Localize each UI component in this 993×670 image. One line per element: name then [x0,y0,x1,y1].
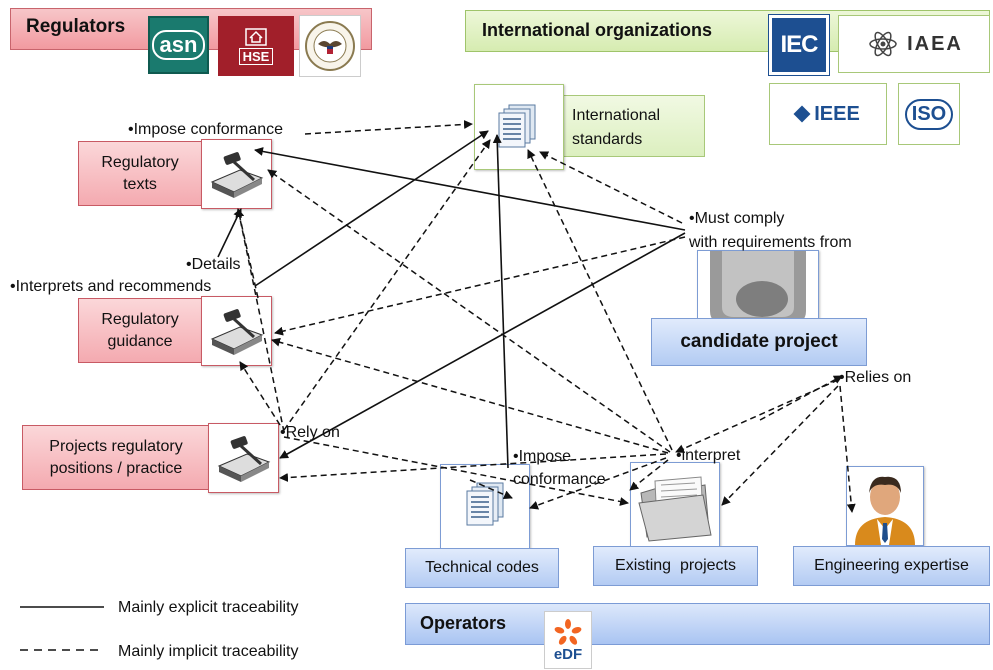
gavel-book-icon [210,152,264,198]
label-interpret: •interpret [676,447,741,464]
engineering-expertise-icon-frame [846,466,924,546]
edf-logo-text: eDF [553,646,583,663]
solid-arrow-guidance-to-standards [254,130,489,287]
technical-codes-label: Technical codes [425,559,539,576]
regulators-title: Regulators [26,16,126,37]
iaea-logo: IAEA [838,15,990,73]
solid-arrow-codes-to-standards [492,134,509,469]
dashed-arrow-interpret-texts [267,169,671,453]
hse-logo-text: HSE [238,47,274,65]
dashed-arrow-interpret-existing [629,459,669,491]
asn-logo-text: asn [151,30,206,60]
dashed-arrow-impose-conformance [304,119,473,135]
dashed-arrow-interpret-guidance [271,337,669,454]
atom-icon [869,31,897,57]
label-details: •Details [186,256,241,273]
regulatory-guidance-label: Regulatory guidance [101,310,179,350]
ieee-logo-text: IEEE [814,102,860,125]
existing-projects-label: Existing projects [615,557,736,574]
label-relies-on: •Relies on [839,369,912,386]
standards-icon-frame [474,84,564,170]
regulatory-texts-box: Regulatory texts [78,141,202,206]
hse-logo: HSE [218,16,294,76]
eagle-seal-icon [305,21,355,71]
edf-logo: eDF [544,611,592,669]
iaea-logo-text: IAEA [907,32,963,55]
label-rely-on: •Rely on [280,424,340,441]
dashed-arrow-texts-to-guidance [235,208,259,299]
regulatory-texts-icon-frame [201,139,272,209]
ieee-logo: IEEE [769,83,887,145]
dashed-arrow-rely-on-guidance [239,361,281,426]
dashed-arrow-must-comply-guidance [274,236,686,336]
label-impose-conformance-2: conformance [513,471,606,488]
label-must-comply: •Must comply [689,210,785,227]
label-impose: •Impose [513,448,572,465]
iec-logo-text: IEC [780,31,818,58]
nrc-seal [299,15,361,77]
asn-logo: asn [148,16,209,74]
iso-logo-text: ISO [904,98,954,130]
document-stack-icon [498,104,536,148]
solid-arrow-projects-to-candidate [279,232,686,459]
gavel-book-icon [217,436,271,482]
regulatory-guidance-box: Regulatory guidance [78,298,202,363]
international-title: International organizations [482,20,713,40]
label-impose-conformance: •Impose conformance [128,121,284,138]
candidate-project-box: candidate project [651,318,867,366]
house-icon [245,27,267,46]
label-interprets-recommends: •Interprets and recommends [10,278,212,295]
dashed-arrow-expertise-up [759,375,843,421]
label-must-comply-2: with requirements from [689,234,852,251]
dashed-arrow-must-comply-standards [539,151,683,224]
dashed-arrow-rely-on-standards [283,139,491,431]
folder-icon [638,476,712,542]
dashed-arrow-interpret-codes [529,457,667,510]
projects-regulatory-icon-frame [208,423,279,493]
international-standards-box: International standards [563,95,705,157]
reactor-vessel-icon [710,251,806,325]
technical-codes-icon-frame [440,464,530,550]
dashed-arrow-relies-on-existing [721,385,839,506]
solid-arrow-details [217,208,242,258]
technical-codes-box: Technical codes [405,548,559,588]
dashed-arrow-interpret-projects [279,453,667,482]
person-icon [855,476,915,545]
iec-logo: IEC [769,15,829,75]
dashed-arrow-rely-existing [283,436,629,506]
projects-regulatory-box: Projects regulatory positions / practice [22,425,210,490]
dashed-arrow-rely-on-texts [237,208,285,433]
engineering-expertise-label: Engineering expertise [814,557,969,574]
candidate-project-image-frame [697,250,819,328]
dashed-arrow-codes-from-rely [469,479,513,499]
dashed-arrow-relies-on-expertise [839,385,856,513]
gavel-book-icon [210,309,264,355]
international-standards-label: International standards [572,107,661,148]
edf-swirl-icon [554,619,582,645]
regulatory-guidance-icon-frame [201,296,272,366]
legend-explicit: Mainly explicit traceability [118,599,299,616]
legend-implicit: Mainly implicit traceability [118,643,299,660]
engineering-expertise-box: Engineering expertise [793,546,990,586]
existing-projects-box: Existing projects [593,546,758,586]
existing-projects-icon-frame [630,462,720,548]
operators-title: Operators [420,613,507,633]
solid-arrow-standards-to-texts [254,147,686,231]
iso-logo: ISO [898,83,960,145]
projects-regulatory-label: Projects regulatory positions / practice [49,437,183,477]
document-stack-icon [466,482,504,526]
regulatory-texts-label: Regulatory texts [101,153,179,193]
operators-bar [405,603,990,645]
dashed-arrow-interpret-standards [527,149,673,451]
legend-lines [20,606,104,651]
candidate-project-label: candidate project [680,331,838,352]
